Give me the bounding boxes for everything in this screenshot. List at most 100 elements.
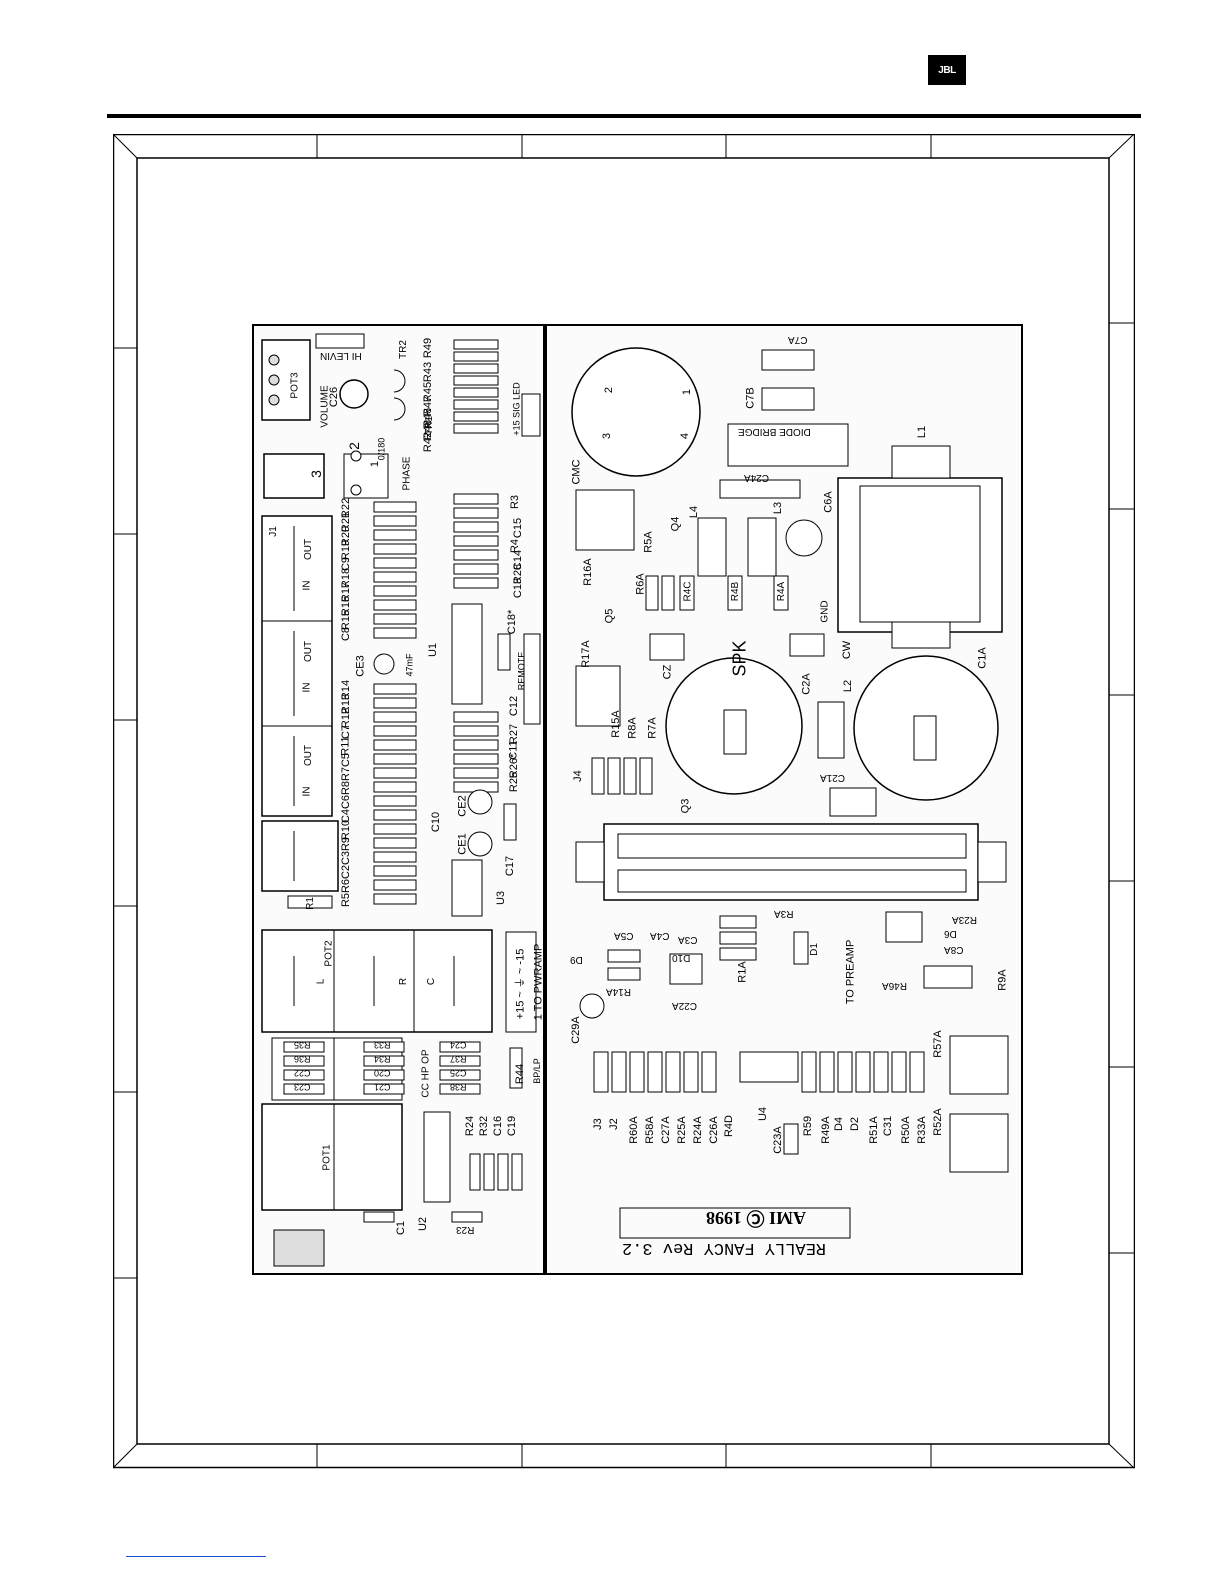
label-j1: J1 <box>267 526 279 537</box>
label-ce1: CE1 <box>456 833 469 855</box>
label-c8a: C8A <box>944 944 964 955</box>
label-c16: C16 <box>492 1115 505 1137</box>
label-c4a: C4A <box>650 930 670 941</box>
board-name-label: REALLY FANCY Rev 3.2 <box>622 1238 827 1257</box>
label-r5a: R5A <box>642 531 655 553</box>
label-cmc-2: 2 <box>603 386 616 394</box>
label-ce3: CE3 <box>354 655 367 677</box>
label-c18: C18* <box>506 609 519 635</box>
label-l1: L1 <box>916 425 929 439</box>
bottom-label: R24A <box>691 1116 704 1144</box>
label-bp-lp: BP/LP <box>531 1058 542 1084</box>
label-r15a: R15A <box>609 710 622 738</box>
bottom-label: R58A <box>643 1116 656 1144</box>
label-c25: C25 <box>450 1068 467 1078</box>
label-r57a: R57A <box>931 1030 944 1058</box>
label-remote: REMOTE <box>516 651 527 691</box>
label-out2: OUT <box>303 640 315 663</box>
label-l3: L3 <box>772 501 785 515</box>
label-r8: R8 <box>340 780 353 796</box>
label-u3: U3 <box>495 890 508 906</box>
label-pot1: POT1 <box>321 1144 333 1171</box>
label-r4a: R4A <box>776 581 788 602</box>
label-d1: D1 <box>808 943 820 956</box>
label-phase-0-180: 0/180 <box>376 437 387 461</box>
label-r42: R42 <box>422 431 435 453</box>
bottom-label: R59 <box>802 1115 815 1137</box>
label-gnd: GND <box>819 600 831 623</box>
label-in3: IN <box>301 786 313 797</box>
label-r23a: R23A <box>952 914 978 925</box>
label-c26: C26 <box>328 386 341 408</box>
label-cmc: CMC <box>570 459 583 485</box>
drawing-frame <box>113 134 1135 1469</box>
label-d6: D6 <box>944 928 957 939</box>
label-led: +15 SIG LED <box>511 382 522 436</box>
label-r1: R1 <box>304 897 316 910</box>
label-c3: C3 <box>340 850 353 866</box>
label-j4: J4 <box>571 770 584 782</box>
label-spk: SPK <box>729 640 750 677</box>
label-u1: U1 <box>427 642 440 658</box>
pcb-board: POT3 VOLUME C26 HI LEVIN TR2 TR1 R49 R43… <box>252 324 1023 1275</box>
label-out3: OUT <box>303 744 315 767</box>
label-r4c: R4C <box>682 581 694 602</box>
label-in1: IN <box>301 580 313 591</box>
label-r17a: R17A <box>579 640 592 668</box>
label-c24a: C24A <box>744 472 770 483</box>
label-c21a: C21A <box>820 772 846 783</box>
label-q3: Q3 <box>679 798 692 814</box>
label-ce2: CE2 <box>456 795 469 817</box>
label-pot3: POT3 <box>289 372 301 399</box>
label-pot2-c: C <box>426 977 438 986</box>
label-r24: R24 <box>464 1115 477 1137</box>
label-d9: D9 <box>570 954 583 965</box>
label-c22a: C22A <box>672 1000 698 1011</box>
label-q4: Q4 <box>669 516 682 532</box>
label-r46a: R46A <box>882 980 908 991</box>
label-l4: L4 <box>688 505 701 519</box>
label-cmc-1: 1 <box>681 388 694 396</box>
footer-link-underline <box>126 1556 266 1557</box>
label-hi-levin: HI LEVIN <box>320 350 362 361</box>
label-c7a: C7A <box>788 334 808 345</box>
label-out1: OUT <box>303 538 315 561</box>
jbl-logo: JBL <box>928 55 966 85</box>
label-c17: C17 <box>504 855 517 877</box>
label-cz: CZ <box>661 664 674 680</box>
label-cmc-4: 4 <box>679 432 692 440</box>
bottom-label: R50A <box>899 1116 912 1144</box>
label-r37: R37 <box>450 1054 467 1064</box>
label-in2: IN <box>301 682 313 693</box>
label-pot2: POT2 <box>323 940 335 967</box>
label-c6: C6 <box>340 794 353 810</box>
label-r9a: R9A <box>996 969 1009 991</box>
label-r44: R44 <box>514 1063 527 1085</box>
label-c5a: C5A <box>614 930 634 941</box>
label-r4b: R4B <box>730 581 742 602</box>
label-c10: C10 <box>430 811 443 833</box>
bottom-label: C27A <box>659 1116 672 1144</box>
bottom-label: R4D <box>723 1114 736 1138</box>
label-r3: R3 <box>509 494 522 510</box>
label-c13: C13 <box>512 577 525 599</box>
label-phase-3: 3 <box>307 470 324 478</box>
bottom-label: R51A <box>867 1116 880 1144</box>
label-c21: C21 <box>374 1082 391 1092</box>
label-phase-1: 1 <box>369 460 382 468</box>
label-c20: C20 <box>374 1068 391 1078</box>
label-tr2: TR2 <box>397 340 409 359</box>
label-c2a: C2A <box>800 673 813 695</box>
bottom-label: C31 <box>882 1115 895 1137</box>
label-c1: C1 <box>395 1220 408 1236</box>
bottom-label: R33A <box>915 1116 928 1144</box>
label-r38: R38 <box>450 1082 467 1092</box>
label-r34: R34 <box>374 1054 391 1064</box>
bottom-label: C26A <box>707 1116 720 1144</box>
label-phase: PHASE <box>401 456 413 491</box>
label-pwr: +15 ~ ⏚ ~ -15 <box>514 948 527 1020</box>
header-rule <box>107 114 1141 118</box>
label-to-preamp: TO PREAMP <box>844 939 857 1005</box>
label-r43: R43 <box>422 361 435 383</box>
label-c1a: C1A <box>976 647 989 669</box>
